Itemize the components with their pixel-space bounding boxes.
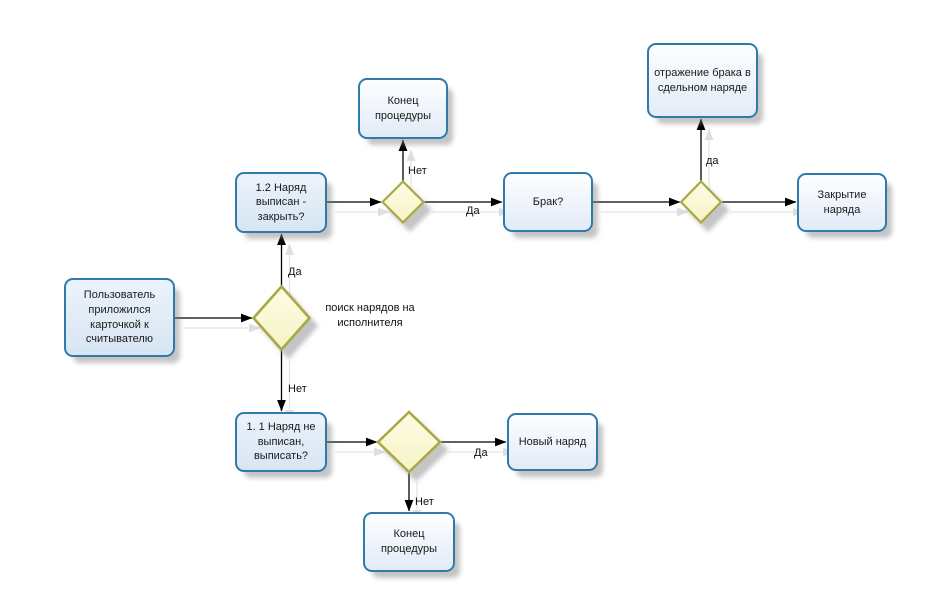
node-label: Закрытие наряда [817, 188, 867, 216]
node-new-order[interactable]: Новый наряд [507, 413, 598, 471]
connectors [175, 118, 797, 512]
edge-label-write-no: Нет [415, 496, 434, 508]
edge-label-written-no: Нет [408, 165, 427, 177]
edge-label-search-no: Нет [288, 383, 307, 395]
decision-search-orders-diamond[interactable] [251, 284, 312, 352]
edge-label-write-yes: Да [474, 447, 488, 459]
node-label: 1. 1 Наряд не выписан, выписать? [246, 421, 316, 463]
node-end-procedure-bottom[interactable]: Конец процедуры [363, 512, 455, 572]
node-defect-question[interactable]: Брак? [503, 172, 593, 232]
annotation-search-orders: поиск нарядов на исполнителя [325, 302, 415, 330]
node-label: Конец процедуры [374, 94, 432, 122]
edge-label-defect-yes: да [706, 155, 719, 167]
node-defect-reflection[interactable]: отражение брака в сдельном наряде [647, 43, 758, 118]
decision-defect-diamond[interactable] [679, 179, 723, 225]
decision-write-order-diamond[interactable] [376, 410, 442, 474]
node-order-closing[interactable]: Закрытие наряда [797, 173, 887, 232]
node-label: отражение брака в сдельном наряде [654, 66, 751, 94]
node-order-not-written[interactable]: 1. 1 Наряд не выписан, выписать? [235, 412, 327, 472]
node-label: Пользователь приложился карточкой к счит… [83, 289, 156, 346]
decision-shapes [251, 179, 723, 474]
node-label: Конец процедуры [380, 528, 438, 555]
node-end-procedure-top[interactable]: Конец процедуры [358, 78, 448, 139]
edge-label-written-yes: Да [466, 205, 480, 217]
node-order-written-close[interactable]: 1.2 Наряд выписан - закрыть? [235, 172, 327, 233]
node-label: Новый наряд [518, 435, 587, 448]
connector-shadows [183, 128, 805, 522]
edge-label-search-yes: Да [288, 266, 302, 278]
decision-order-written-diamond[interactable] [380, 179, 426, 225]
node-label: Брак? [532, 195, 564, 208]
node-label: 1.2 Наряд выписан - закрыть? [255, 181, 307, 223]
node-user-card-tap[interactable]: Пользователь приложился карточкой к счит… [64, 278, 175, 357]
